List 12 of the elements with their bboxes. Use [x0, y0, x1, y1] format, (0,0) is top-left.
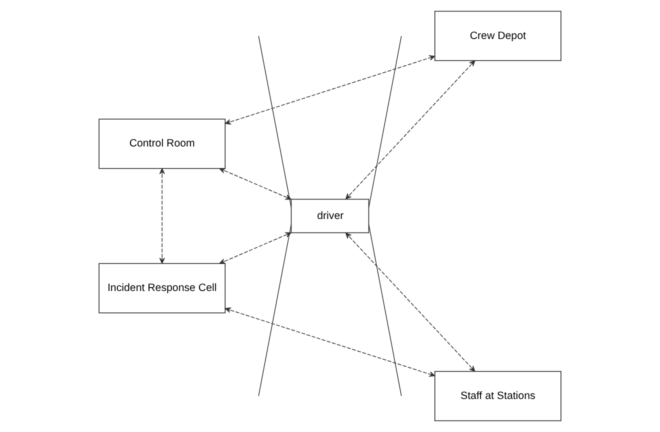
arrow [224, 307, 436, 377]
connector [368, 36, 402, 208]
node-box: Crew Depot [434, 10, 562, 62]
arrow [159, 168, 165, 264]
node-box: driver [290, 198, 370, 234]
connector [368, 224, 402, 396]
node-box: Incident Response Cell [98, 263, 226, 314]
arrow [345, 232, 476, 372]
node-box: Staff at Stations [434, 370, 562, 422]
arrow [345, 60, 476, 200]
node-box: Control Room [98, 118, 226, 169]
arrow [224, 55, 436, 125]
